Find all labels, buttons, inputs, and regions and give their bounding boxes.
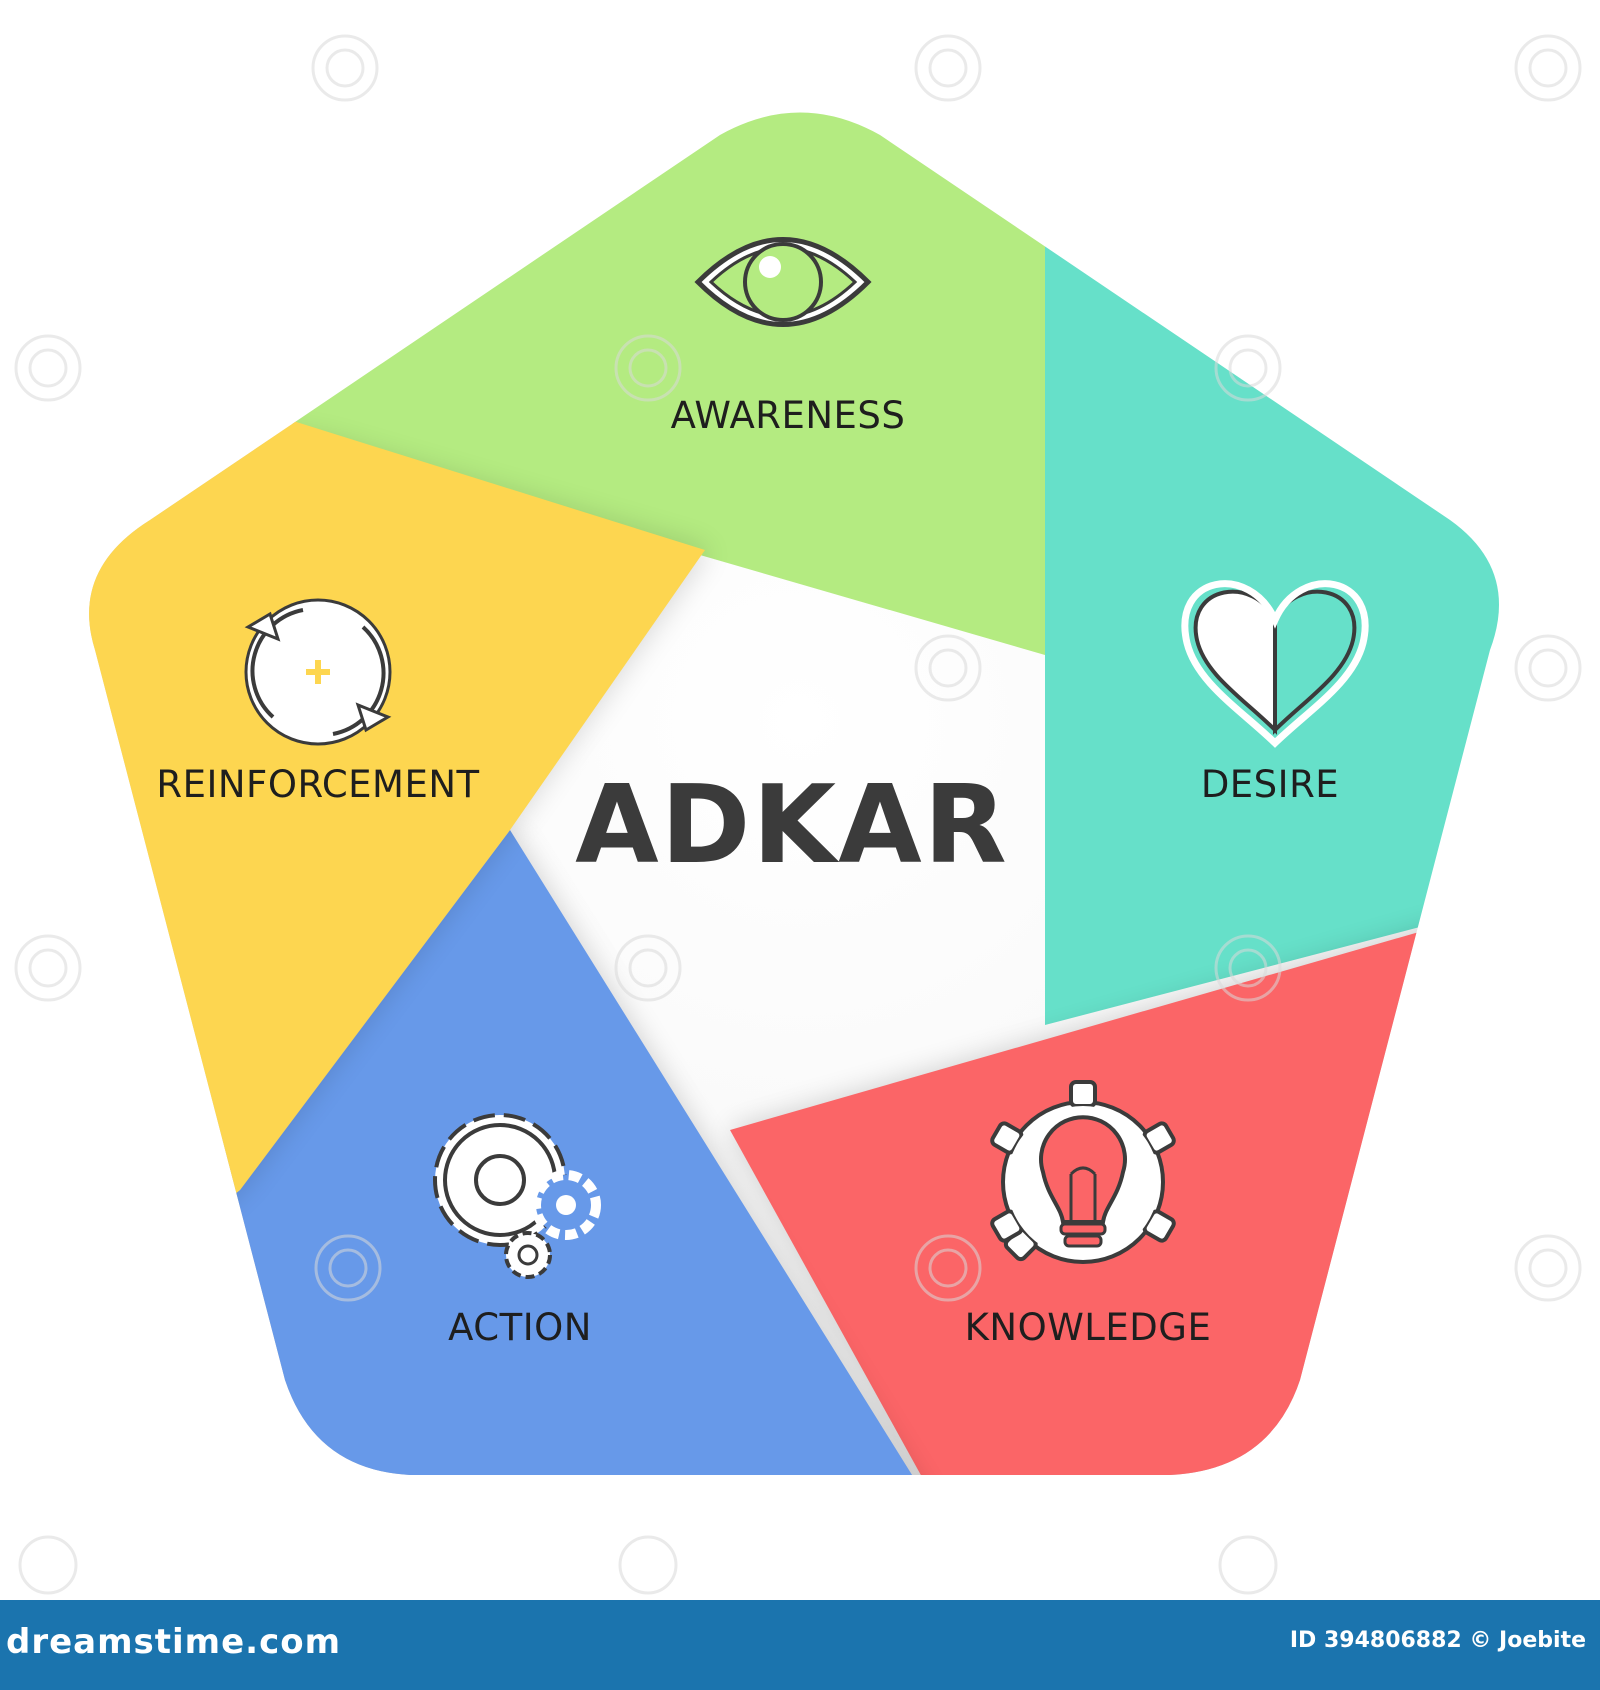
label-knowledge: KNOWLEDGE [965, 1306, 1212, 1349]
lightbulb-gear-icon [990, 1080, 1176, 1264]
adkar-pentagon-diagram: AWARENESS DESIRE KNOWLEDGE ACTION REINFO… [14, 34, 1582, 1595]
label-action: ACTION [448, 1306, 592, 1349]
label-reinforcement: REINFORCEMENT [156, 763, 479, 806]
footer-site-logo[interactable]: dreamstime.com [6, 1622, 342, 1662]
watermark-pattern [14, 34, 1582, 1595]
refresh-cycle-icon [244, 598, 392, 746]
center-title: ADKAR [575, 763, 1009, 888]
heart-icon [1181, 580, 1369, 748]
footer-bar: dreamstime.com ID 394806882 © Joebite [0, 1600, 1600, 1690]
footer-image-credit: ID 394806882 © Joebite [1289, 1628, 1586, 1653]
eye-icon [694, 237, 872, 327]
label-awareness: AWARENESS [671, 394, 906, 437]
label-desire: DESIRE [1201, 763, 1339, 806]
gears-icon [433, 1113, 601, 1279]
